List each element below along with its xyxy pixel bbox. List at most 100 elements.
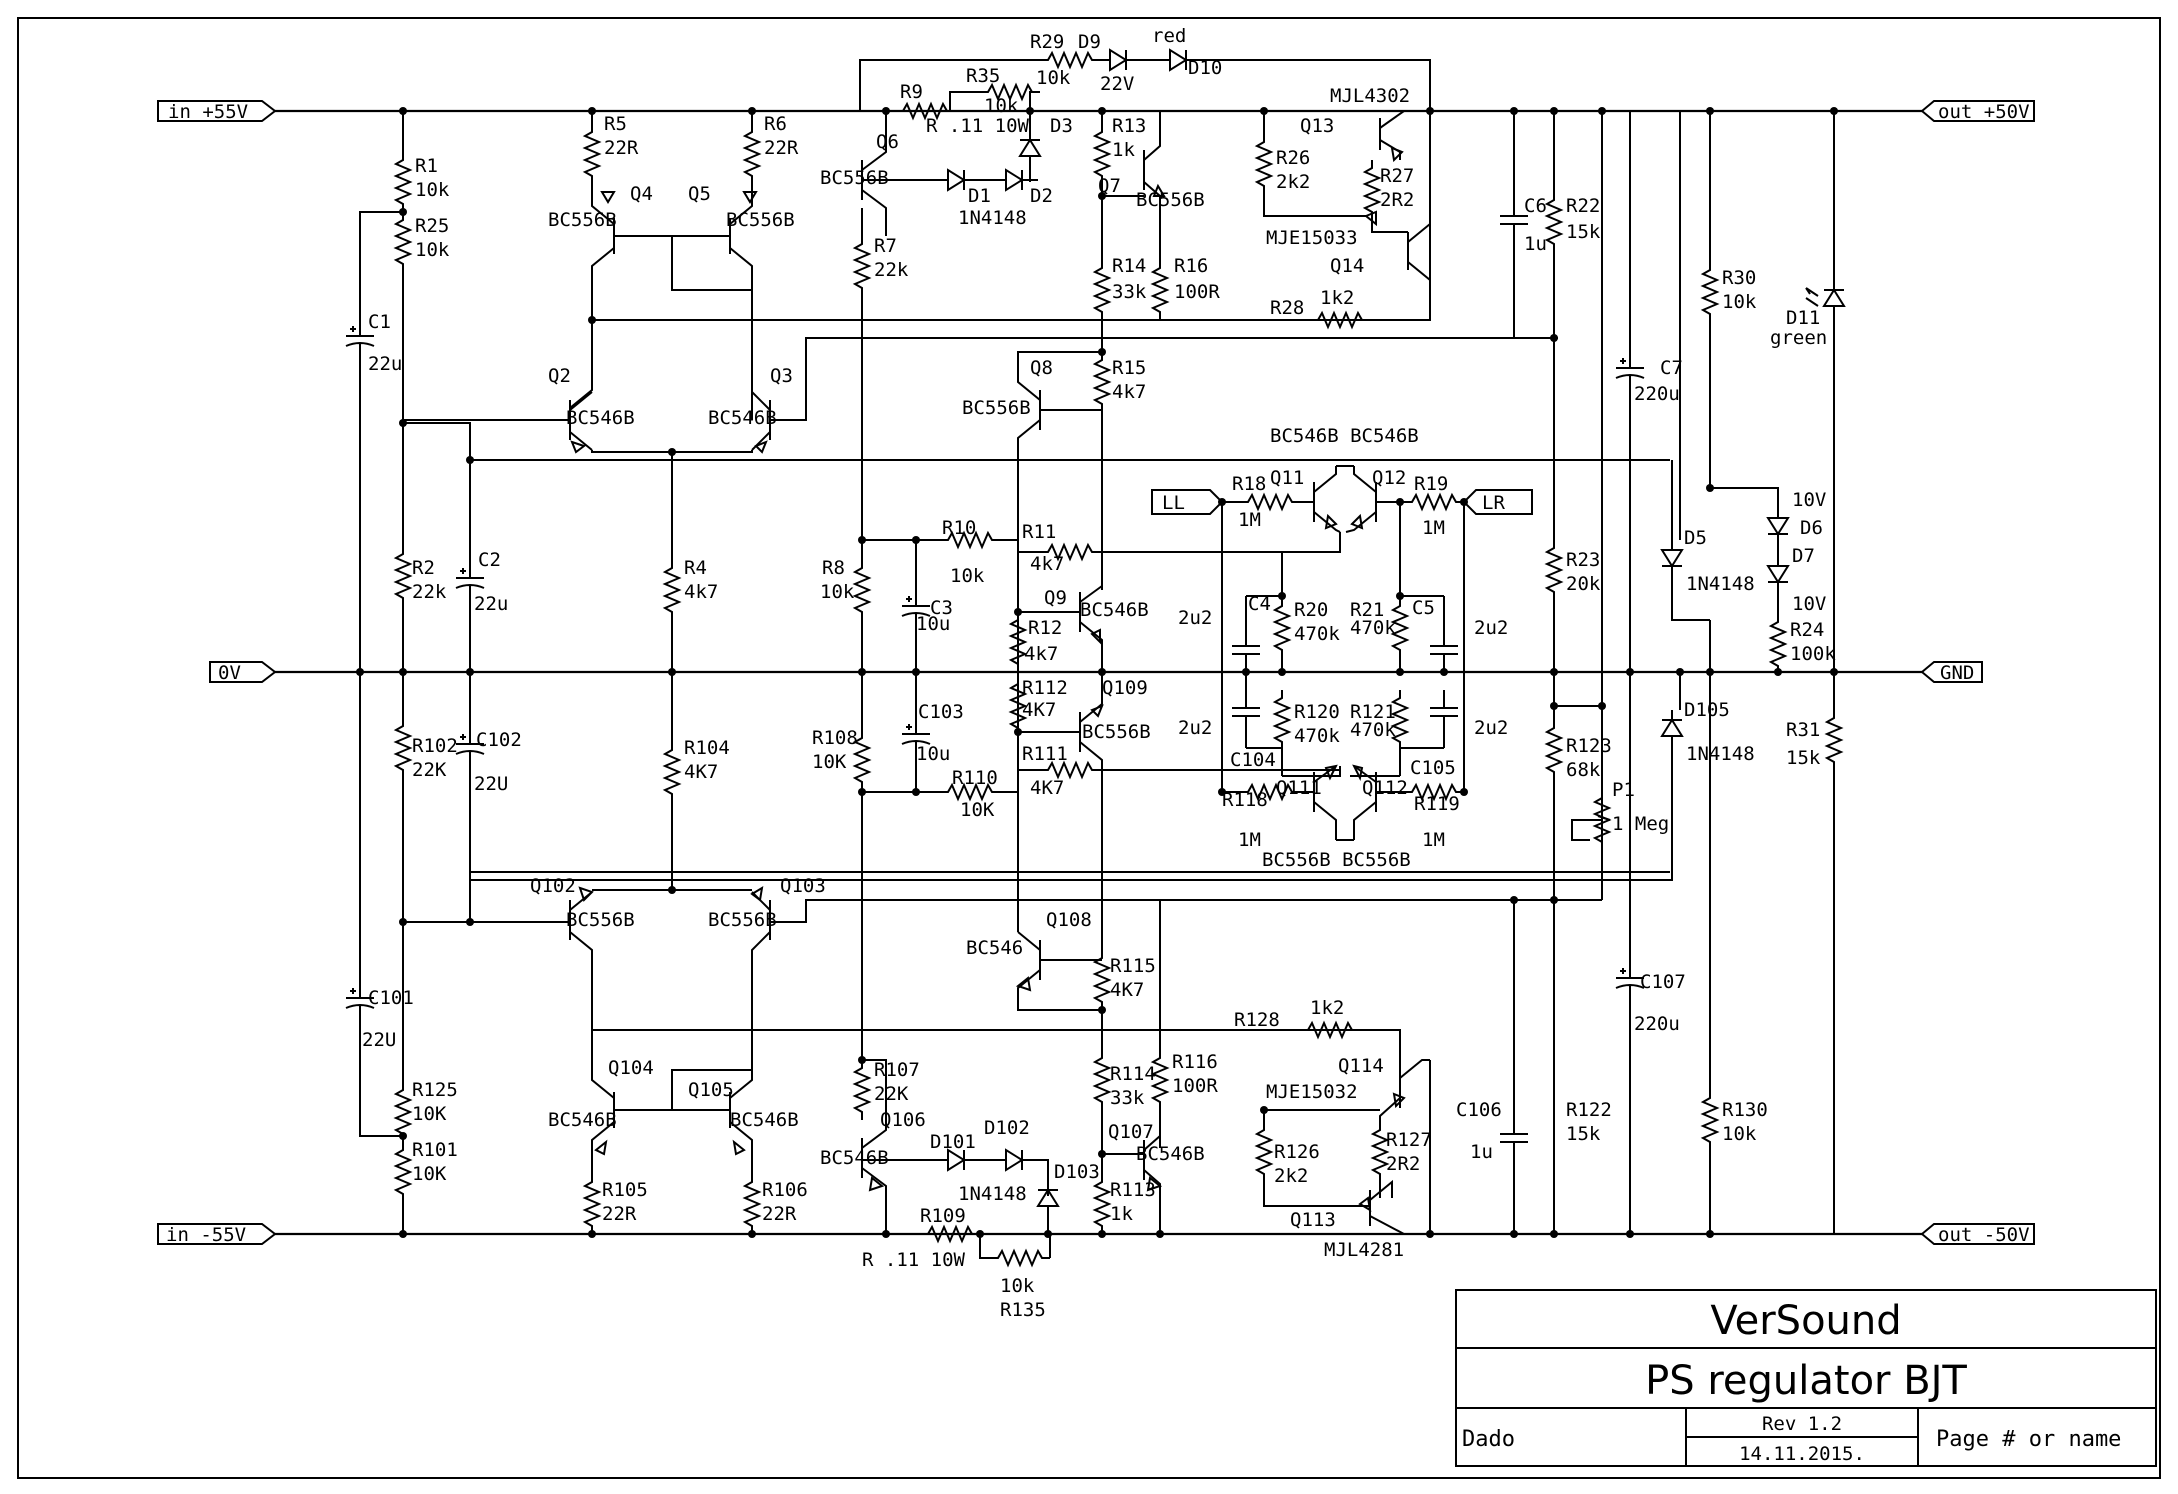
r14-value: 33k [1112, 281, 1147, 303]
port-in-pos-label: in +55V [168, 101, 248, 123]
d1-value: 1N4148 [958, 207, 1027, 229]
q14-type: MJE15033 [1266, 227, 1358, 249]
r35-value: 10k [984, 95, 1019, 117]
r5-label: R5 [604, 113, 627, 135]
d1-label: D1 [968, 185, 991, 207]
port-ll-label: LL [1162, 492, 1185, 514]
d6-value: 10V [1792, 489, 1826, 511]
d105-label: D105 [1684, 699, 1730, 721]
upper-regulator [854, 49, 1431, 890]
r30-label: R30 [1722, 267, 1756, 289]
q5-label: Q5 [688, 183, 711, 205]
sheet-border [17, 17, 2161, 1479]
r21-label: R21 [1350, 599, 1384, 621]
q8-type: BC556B [962, 397, 1031, 419]
port-zero: 0V [209, 661, 277, 684]
r20-label: R20 [1294, 599, 1328, 621]
right-mid [470, 620, 1718, 1234]
r109-label: R109 [920, 1205, 966, 1227]
r19-value: 1M [1422, 517, 1445, 539]
r114-value: 33k [1110, 1087, 1145, 1109]
d102-label: D102 [984, 1117, 1030, 1139]
r107-label: R107 [874, 1059, 920, 1081]
r26-value: 2k2 [1276, 171, 1310, 193]
d11-value: green [1770, 327, 1827, 349]
r16-label: R16 [1174, 255, 1208, 277]
r101-label: R101 [412, 1139, 458, 1161]
q3-label: Q3 [770, 365, 793, 387]
r125-value: 10K [412, 1103, 447, 1125]
r125-label: R125 [412, 1079, 458, 1101]
d105-value: 1N4148 [1686, 743, 1755, 765]
c4-value: 2u2 [1178, 607, 1212, 629]
r7-value: 22k [874, 259, 909, 281]
r14-label: R14 [1112, 255, 1146, 277]
q106-type: BC546B [820, 1147, 889, 1169]
q106-label: Q106 [880, 1109, 926, 1131]
r5-value: 22R [604, 137, 639, 159]
q114-type: MJE15032 [1266, 1081, 1358, 1103]
r30-value: 10k [1722, 291, 1757, 313]
port-gnd: GND [1920, 661, 1983, 684]
c1-label: C1 [368, 311, 391, 333]
r4-label: R4 [684, 557, 707, 579]
q103-label: Q103 [780, 875, 826, 897]
port-in-pos: in +55V [157, 100, 277, 123]
r105-value: 22R [602, 1203, 637, 1225]
r108-label: R108 [812, 727, 858, 749]
d7-label: D7 [1792, 545, 1815, 567]
r20-value: 470k [1294, 623, 1340, 645]
r2-label: R2 [412, 557, 435, 579]
r127-value: 2R2 [1386, 1153, 1420, 1175]
c105-label: C105 [1410, 757, 1456, 779]
title-block-rev: Rev 1.2 [1762, 1413, 1842, 1435]
r112-label: R112 [1022, 677, 1068, 699]
q109-type: BC556B [1082, 721, 1151, 743]
r122-value: 15k [1566, 1123, 1601, 1145]
q108-label: Q108 [1046, 909, 1092, 931]
c101-value: 22U [362, 1029, 396, 1051]
r110-value: 10K [960, 799, 995, 821]
r15-value: 4k7 [1112, 381, 1146, 403]
r16-value: 100R [1174, 281, 1220, 303]
r102-value: 22K [412, 759, 447, 781]
r119-value: 1M [1422, 829, 1445, 851]
r28-label: R28 [1270, 297, 1304, 319]
r120-label: R120 [1294, 701, 1340, 723]
r35-label: R35 [966, 65, 1000, 87]
r106-value: 22R [762, 1203, 797, 1225]
q111-q112-type: BC556B BC556B [1262, 849, 1411, 871]
r112-value: 4K7 [1022, 699, 1056, 721]
port-zero-label: 0V [218, 662, 241, 684]
r27-value: 2R2 [1380, 189, 1414, 211]
p1-label: P1 [1612, 779, 1635, 801]
q12-label: Q12 [1372, 467, 1406, 489]
d101-label: D101 [930, 1131, 976, 1153]
q13-type: MJL4302 [1330, 85, 1410, 107]
r10-value: 10k [950, 565, 985, 587]
r23-value: 20k [1566, 573, 1601, 595]
c106-value: 1u [1470, 1141, 1493, 1163]
r11-value: 4k7 [1030, 553, 1064, 575]
c3-label: C3 [930, 597, 953, 619]
q14-label: Q14 [1330, 255, 1364, 277]
r13-value: 1k [1112, 139, 1135, 161]
c4-label: C4 [1248, 593, 1271, 615]
q8-label: Q8 [1030, 357, 1053, 379]
r122-label: R122 [1566, 1099, 1612, 1121]
r26-label: R26 [1276, 147, 1310, 169]
r116-value: 100R [1172, 1075, 1218, 1097]
q7-type: BC556B [1136, 189, 1205, 211]
r31-value: 15k [1786, 747, 1821, 769]
r135-label: R135 [1000, 1299, 1046, 1321]
r118-value: 1M [1238, 829, 1261, 851]
r121-value: 470k [1350, 719, 1396, 741]
c103-value: 10u [916, 743, 950, 765]
d5-label: D5 [1684, 527, 1707, 549]
port-in-neg: in -55V [157, 1223, 277, 1246]
r101-value: 10K [412, 1163, 447, 1185]
r128-label: R128 [1234, 1009, 1280, 1031]
q112-label: Q112 [1362, 777, 1408, 799]
r135-value: 10k [1000, 1275, 1035, 1297]
r25-value: 10k [415, 239, 450, 261]
